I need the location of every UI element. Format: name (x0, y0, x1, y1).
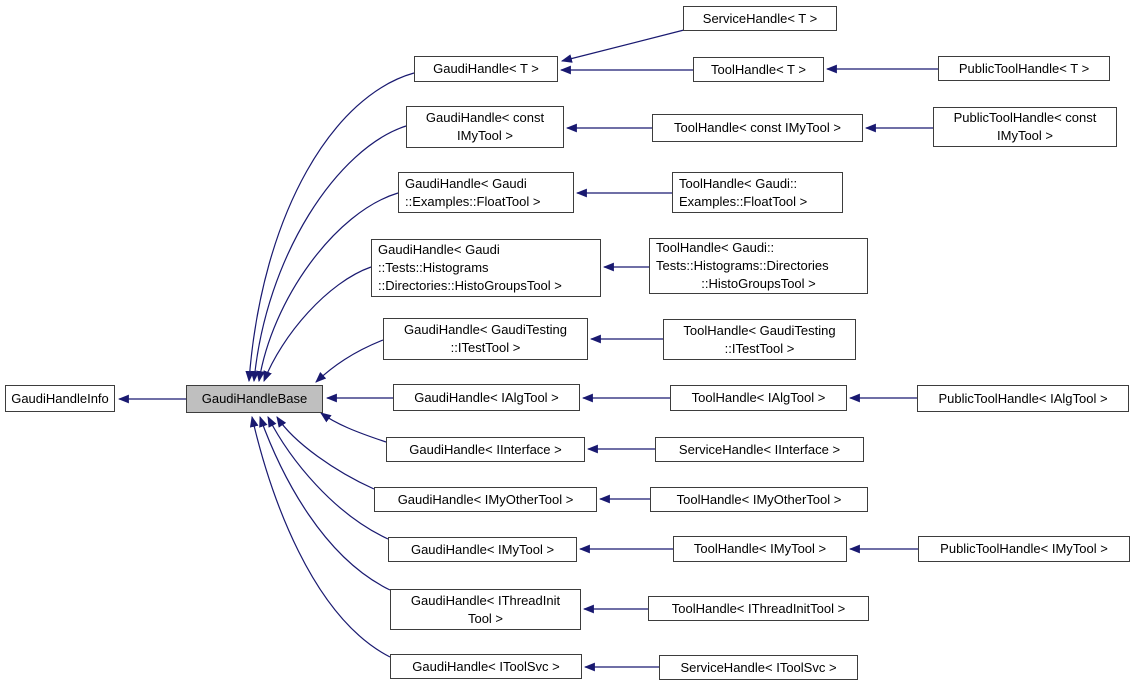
node-label: PublicToolHandle< IAlgTool > (938, 390, 1108, 406)
node-label: ::Tests::Histograms (378, 260, 489, 275)
node-label: GaudiHandle< Gaudi (378, 242, 500, 257)
node-label: ToolHandle< IThreadInitTool > (671, 600, 846, 616)
node-public-tool-handle-ialgtool[interactable]: PublicToolHandle< IAlgTool > (917, 385, 1129, 412)
node-label: GaudiHandle< IAlgTool > (414, 389, 559, 405)
node-gaudi-handle-itesttool[interactable]: GaudiHandle< GaudiTesting ::ITestTool > (383, 318, 588, 360)
node-public-tool-handle-const-imytool[interactable]: PublicToolHandle< const IMyTool > (933, 107, 1117, 147)
node-label: GaudiHandleInfo (11, 390, 109, 406)
node-gaudi-handle-t[interactable]: GaudiHandle< T > (414, 56, 558, 82)
node-label: Tool > (467, 610, 504, 626)
node-label: PublicToolHandle< IMyTool > (940, 541, 1108, 556)
node-label: ToolHandle< Gaudi:: (679, 175, 798, 191)
node-label: ServiceHandle< IInterface > (678, 441, 841, 457)
node-gaudi-handle-floattool[interactable]: GaudiHandle< Gaudi ::Examples::FloatTool… (398, 172, 574, 213)
node-tool-handle-ithreadinittool[interactable]: ToolHandle< IThreadInitTool > (648, 596, 869, 621)
node-label: GaudiHandle< IInterface > (409, 441, 562, 457)
node-label: GaudiHandle< T > (433, 61, 539, 76)
node-label: ServiceHandle< IToolSvc > (680, 659, 837, 675)
node-label: GaudiHandle< IMyTool > (410, 541, 555, 557)
node-gaudi-handle-info[interactable]: GaudiHandleInfo (5, 385, 115, 412)
node-tool-handle-itesttool[interactable]: ToolHandle< GaudiTesting ::ITestTool > (663, 319, 856, 360)
node-label: GaudiHandle< Gaudi (405, 175, 527, 191)
node-public-tool-handle-imytool[interactable]: PublicToolHandle< IMyTool > (918, 536, 1130, 562)
node-gaudi-handle-histogroupstool[interactable]: GaudiHandle< Gaudi ::Tests::Histograms :… (371, 239, 601, 297)
node-label: IMyTool > (997, 128, 1053, 143)
node-gaudi-handle-ialgtool[interactable]: GaudiHandle< IAlgTool > (393, 384, 580, 411)
node-gaudi-handle-itoolsvc[interactable]: GaudiHandle< IToolSvc > (390, 654, 582, 679)
node-label: ::ITestTool > (724, 340, 795, 356)
node-label: ::HistoGroupsTool > (701, 276, 816, 291)
node-label: PublicToolHandle< const (953, 110, 1097, 125)
node-gaudi-handle-imyothertool[interactable]: GaudiHandle< IMyOtherTool > (374, 487, 597, 512)
node-gaudi-handle-const-imytool[interactable]: GaudiHandle< const IMyTool > (406, 106, 564, 148)
node-label: PublicToolHandle< T > (958, 60, 1090, 76)
node-label: ToolHandle< IMyTool > (693, 541, 827, 556)
node-label: GaudiHandleBase (201, 391, 308, 406)
node-gaudi-handle-base: GaudiHandleBase (186, 385, 323, 413)
node-service-handle-t[interactable]: ServiceHandle< T > (683, 6, 837, 31)
node-label: ::Directories::HistoGroupsTool > (378, 278, 562, 293)
node-label: GaudiHandle< IMyOtherTool > (397, 491, 574, 507)
node-gaudi-handle-imytool[interactable]: GaudiHandle< IMyTool > (388, 537, 577, 562)
node-label: ::Examples::FloatTool > (405, 193, 541, 209)
node-label: ToolHandle< const IMyTool > (674, 120, 841, 135)
node-label: ToolHandle< IAlgTool > (691, 390, 826, 405)
node-label: ToolHandle< GaudiTesting (683, 322, 836, 338)
node-tool-handle-const-imytool[interactable]: ToolHandle< const IMyTool > (652, 114, 863, 142)
node-tool-handle-imytool[interactable]: ToolHandle< IMyTool > (673, 536, 847, 562)
node-public-tool-handle-t[interactable]: PublicToolHandle< T > (938, 56, 1110, 81)
node-service-handle-iinterface[interactable]: ServiceHandle< IInterface > (655, 437, 864, 462)
node-service-handle-itoolsvc[interactable]: ServiceHandle< IToolSvc > (659, 655, 858, 680)
node-label: IMyTool > (457, 128, 513, 143)
node-label: ToolHandle< IMyOtherTool > (676, 491, 842, 507)
node-label: GaudiHandle< GaudiTesting (404, 322, 567, 337)
node-gaudi-handle-ithreadinittool[interactable]: GaudiHandle< IThreadInit Tool > (390, 589, 581, 630)
node-label: GaudiHandle< const (425, 110, 545, 125)
node-label: Tests::Histograms::Directories (656, 258, 829, 273)
node-label: ToolHandle< Gaudi:: (656, 240, 775, 255)
node-label: ::ITestTool > (450, 340, 521, 355)
node-gaudi-handle-iinterface[interactable]: GaudiHandle< IInterface > (386, 437, 585, 462)
node-label: ToolHandle< T > (711, 61, 806, 77)
node-label: ServiceHandle< T > (702, 10, 818, 26)
node-label: Examples::FloatTool > (679, 193, 808, 209)
node-tool-handle-ialgtool[interactable]: ToolHandle< IAlgTool > (670, 385, 847, 411)
node-tool-handle-histogroupstool[interactable]: ToolHandle< Gaudi:: Tests::Histograms::D… (649, 238, 868, 294)
node-tool-handle-t[interactable]: ToolHandle< T > (693, 57, 824, 82)
node-tool-handle-imyothertool[interactable]: ToolHandle< IMyOtherTool > (650, 487, 868, 512)
node-label: GaudiHandle< IThreadInit (410, 592, 561, 608)
node-label: GaudiHandle< IToolSvc > (412, 658, 560, 674)
node-tool-handle-floattool[interactable]: ToolHandle< Gaudi:: Examples::FloatTool … (672, 172, 843, 213)
